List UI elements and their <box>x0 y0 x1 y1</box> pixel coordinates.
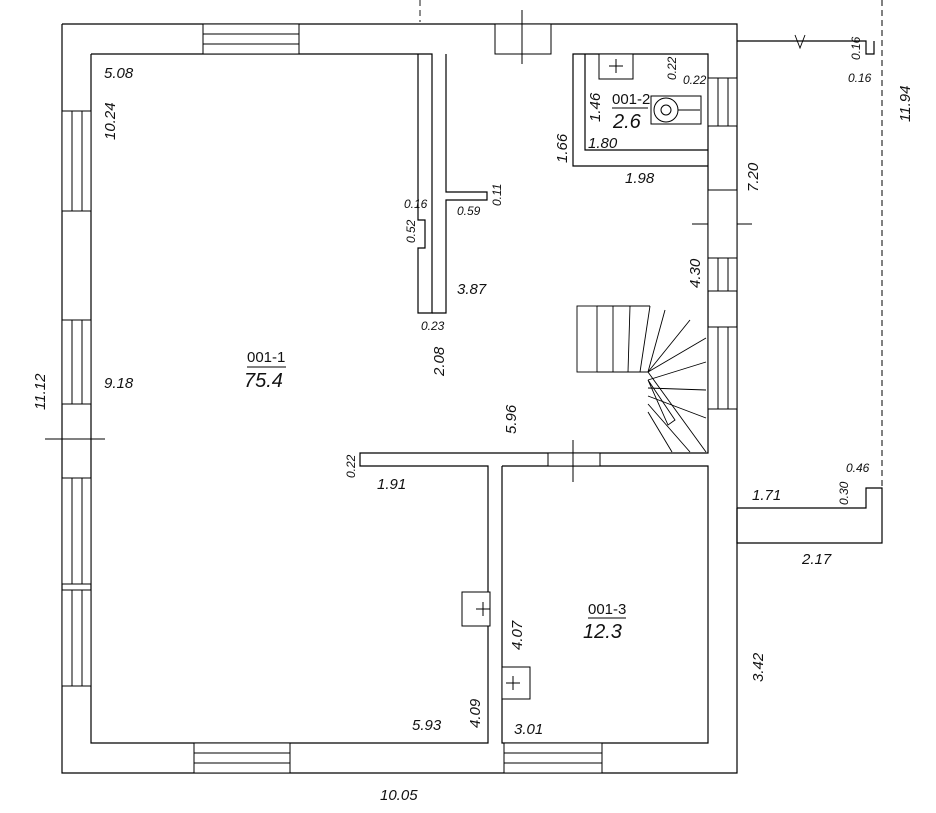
toilet-icon <box>598 53 702 125</box>
dim-label: 7.20 <box>745 162 762 192</box>
dim-label: 0.16 <box>848 71 872 85</box>
dim-label: 4.30 <box>687 258 704 288</box>
room-label-001-2: 001-2 2.6 <box>612 91 650 133</box>
dim-label: 0.22 <box>344 454 358 478</box>
dim-label: 9.18 <box>104 375 134 392</box>
arrow-icon <box>794 34 806 50</box>
dim-label: 3.01 <box>514 721 543 738</box>
svg-text:75.4: 75.4 <box>244 370 283 392</box>
dim-label: 1.91 <box>377 476 406 493</box>
dim-label: 4.09 <box>467 698 484 728</box>
svg-text:2.6: 2.6 <box>612 111 642 133</box>
room-label-001-3: 001-3 12.3 <box>583 601 626 643</box>
dim-label: 0.52 <box>404 219 418 243</box>
exterior-walls <box>61 23 738 774</box>
dim-label: 3.87 <box>457 281 487 298</box>
dim-label: 11.94 <box>897 86 914 122</box>
dim-label: 5.96 <box>503 404 520 434</box>
dim-label: 1.46 <box>587 92 604 122</box>
dimension-labels: 5.08 10.24 9.18 11.12 10.05 5.93 4.09 3.… <box>32 36 914 804</box>
dim-label: 2.17 <box>801 551 832 568</box>
dim-label: 1.80 <box>588 135 618 152</box>
dim-label: 4.07 <box>509 620 526 650</box>
dim-label: 1.66 <box>554 133 571 163</box>
dim-label: 0.22 <box>665 56 679 80</box>
dim-label: 3.42 <box>750 652 767 682</box>
dim-label: 5.93 <box>412 717 442 734</box>
dim-label: 5.08 <box>104 65 134 82</box>
dim-label: 0.16 <box>849 36 863 60</box>
svg-text:12.3: 12.3 <box>583 621 622 643</box>
svg-text:001-2: 001-2 <box>612 91 650 108</box>
window-icon <box>61 23 738 774</box>
dim-label: 11.12 <box>32 373 49 410</box>
dim-label: 0.59 <box>457 204 481 218</box>
dim-label: 1.98 <box>625 170 655 187</box>
dim-label: 0.22 <box>683 73 707 87</box>
stair-icon <box>576 305 707 453</box>
door-icon <box>45 10 752 482</box>
svg-text:001-3: 001-3 <box>588 601 626 618</box>
dim-label: 0.46 <box>846 461 870 475</box>
room-label-001-1: 001-1 75.4 <box>244 349 286 392</box>
dim-label: 0.30 <box>837 481 851 505</box>
dim-label: 10.05 <box>380 787 418 804</box>
terrace-outline <box>419 0 883 544</box>
dim-label: 1.71 <box>752 487 781 504</box>
svg-text:001-1: 001-1 <box>247 349 285 366</box>
dim-label: 2.08 <box>431 346 448 377</box>
dim-label: 0.23 <box>421 319 445 333</box>
dim-label: 0.11 <box>490 184 504 206</box>
dim-label: 10.24 <box>102 102 119 140</box>
sink-icon <box>461 591 531 700</box>
dim-label: 0.16 <box>404 197 428 211</box>
